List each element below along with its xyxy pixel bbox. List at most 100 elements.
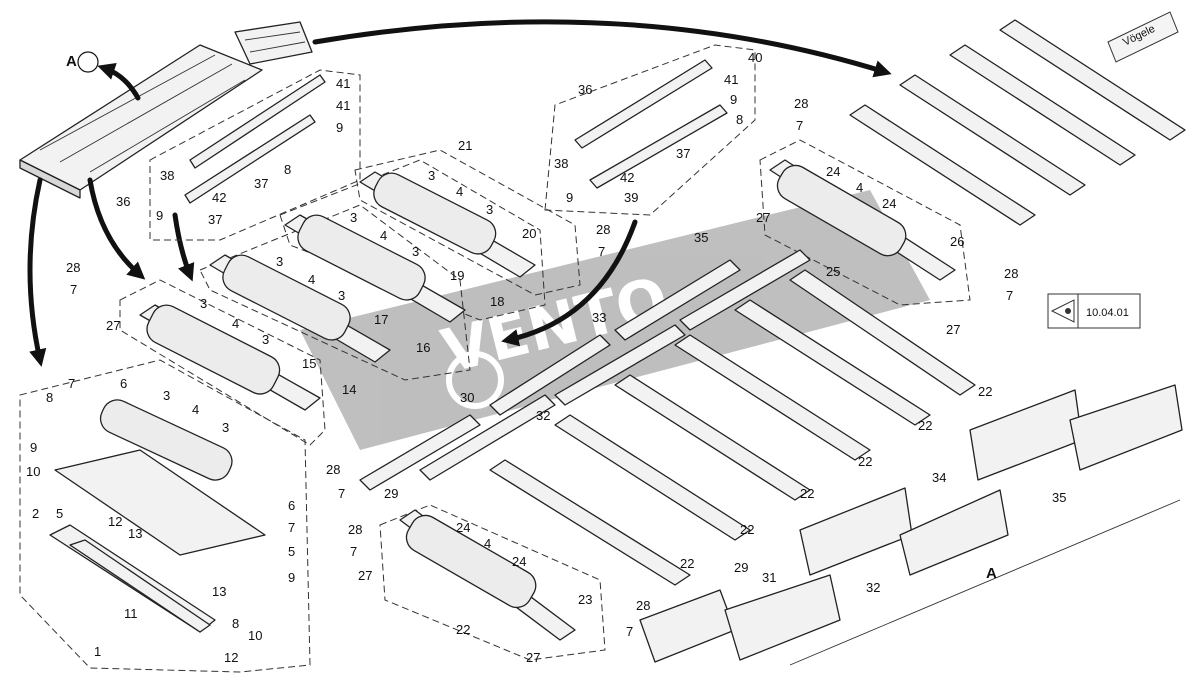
- callout-3: 3: [338, 288, 345, 303]
- callout-3: 3: [276, 254, 283, 269]
- roller-frame-4: [359, 171, 536, 278]
- callout-22: 22: [740, 522, 754, 537]
- callout-23: 23: [578, 592, 592, 607]
- callout-38: 38: [160, 168, 174, 183]
- callout-4: 4: [484, 536, 491, 551]
- callout-35: 35: [1052, 490, 1066, 505]
- callout-10: 10: [26, 464, 40, 479]
- callout-7: 7: [70, 282, 77, 297]
- callout-3: 3: [163, 388, 170, 403]
- callout-41: 41: [724, 72, 738, 87]
- callout-37: 37: [676, 146, 690, 161]
- roller-frame-3: [284, 214, 466, 323]
- callout-27: 27: [756, 210, 770, 225]
- callout-22: 22: [456, 622, 470, 637]
- eye-symbol-icon: [1050, 299, 1075, 323]
- callout-3: 3: [428, 168, 435, 183]
- callout-5: 5: [288, 544, 295, 559]
- watermark-logo-icon: [446, 351, 504, 409]
- reference-box: 10.04.01: [1047, 293, 1141, 329]
- callout-25: 25: [826, 264, 840, 279]
- callout-42: 42: [212, 190, 226, 205]
- callout-5: 5: [56, 506, 63, 521]
- callout-38: 38: [554, 156, 568, 171]
- callout-39: 39: [624, 190, 638, 205]
- callout-4: 4: [380, 228, 387, 243]
- callout-22: 22: [800, 486, 814, 501]
- callout-14: 14: [342, 382, 356, 397]
- callout-12: 12: [108, 514, 122, 529]
- callout-4: 4: [308, 272, 315, 287]
- callout-10: 10: [248, 628, 262, 643]
- callout-1: 1: [94, 644, 101, 659]
- callout-6: 6: [288, 498, 295, 513]
- callout-4: 4: [232, 316, 239, 331]
- callout-41: 41: [336, 98, 350, 113]
- callout-40: 40: [748, 50, 762, 65]
- callout-36: 36: [116, 194, 130, 209]
- callout-28: 28: [66, 260, 80, 275]
- callout-27: 27: [946, 322, 960, 337]
- callout-32: 32: [866, 580, 880, 595]
- flow-arrows: [27, 19, 892, 367]
- callout-7: 7: [68, 376, 75, 391]
- callout-22: 22: [918, 418, 932, 433]
- rail-left: [184, 74, 326, 204]
- callout-29: 29: [384, 486, 398, 501]
- callout-22: 22: [858, 454, 872, 469]
- view-a-label: A: [986, 565, 997, 582]
- callout-3: 3: [222, 420, 229, 435]
- callout-22: 22: [680, 556, 694, 571]
- callout-30: 30: [460, 390, 474, 405]
- callout-3: 3: [412, 244, 419, 259]
- callout-34: 34: [932, 470, 946, 485]
- callout-4: 4: [856, 180, 863, 195]
- callout-2: 2: [32, 506, 39, 521]
- hopper-assembly: [19, 21, 313, 199]
- callout-28: 28: [1004, 266, 1018, 281]
- watermark: VENTO movente.ru: [300, 190, 930, 453]
- callout-28: 28: [348, 522, 362, 537]
- callout-26: 26: [950, 234, 964, 249]
- callout-7: 7: [338, 486, 345, 501]
- callout-9: 9: [730, 92, 737, 107]
- brand-logo: Vögele: [1107, 11, 1179, 63]
- callout-6: 6: [120, 376, 127, 391]
- callout-18: 18: [490, 294, 504, 309]
- callout-27: 27: [106, 318, 120, 333]
- roller-frame-2: [209, 254, 391, 363]
- callout-16: 16: [416, 340, 430, 355]
- callout-7: 7: [796, 118, 803, 133]
- callout-8: 8: [46, 390, 53, 405]
- callout-9: 9: [156, 208, 163, 223]
- roller-frames-middle: [399, 269, 976, 641]
- callout-7: 7: [288, 520, 295, 535]
- callout-24: 24: [882, 196, 896, 211]
- callout-8: 8: [232, 616, 239, 631]
- callout-22: 22: [978, 384, 992, 399]
- callout-29: 29: [734, 560, 748, 575]
- callout-35: 35: [694, 230, 708, 245]
- callout-36: 36: [578, 82, 592, 97]
- callout-3: 3: [200, 296, 207, 311]
- detail-group: [49, 399, 266, 633]
- callout-21: 21: [458, 138, 472, 153]
- callout-28: 28: [596, 222, 610, 237]
- callout-27: 27: [358, 568, 372, 583]
- callout-4: 4: [192, 402, 199, 417]
- group-outlines: [19, 44, 971, 673]
- callout-41: 41: [336, 76, 350, 91]
- skirt-panels: [639, 384, 1183, 666]
- callout-24: 24: [512, 554, 526, 569]
- callout-3: 3: [350, 210, 357, 225]
- callout-8: 8: [736, 112, 743, 127]
- callout-27: 27: [526, 650, 540, 665]
- callout-37: 37: [208, 212, 222, 227]
- callout-9: 9: [288, 570, 295, 585]
- callout-13: 13: [212, 584, 226, 599]
- callout-31: 31: [762, 570, 776, 585]
- callout-7: 7: [626, 624, 633, 639]
- callout-32: 32: [536, 408, 550, 423]
- callout-3: 3: [262, 332, 269, 347]
- detail-a-circle-icon: [77, 51, 99, 73]
